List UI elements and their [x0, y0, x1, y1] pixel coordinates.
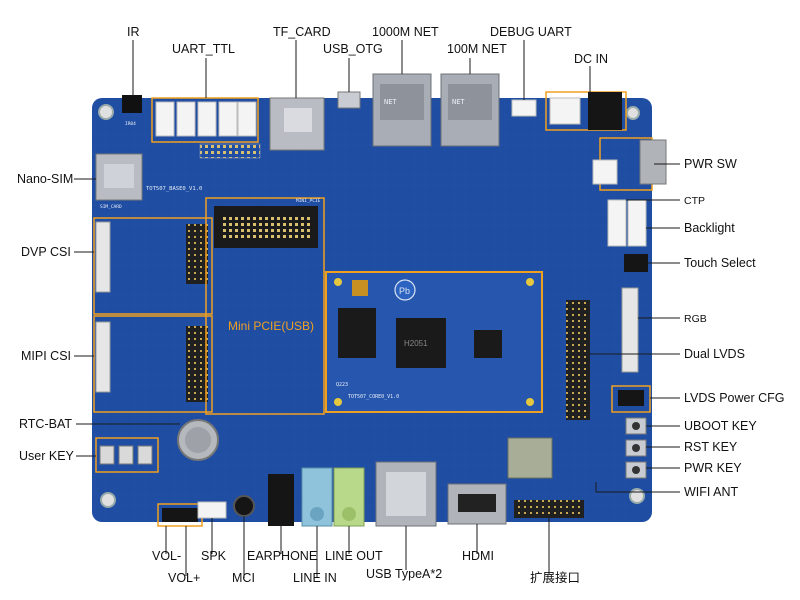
touch-select-label: Touch Select [684, 256, 756, 270]
power-switch [639, 139, 667, 185]
ram-chip [338, 308, 376, 358]
dc-in-connector [549, 97, 581, 125]
net-100m-label: 100M NET [447, 42, 507, 56]
core-board-silk: TOT507_CORE0_V1.0 [348, 394, 399, 400]
speaker-connector [197, 501, 227, 519]
ir-receiver [122, 95, 142, 113]
usb-otg-port [337, 91, 361, 109]
dc-in-label: DC IN [574, 52, 609, 66]
dual-lvds-label: Dual LVDS [684, 347, 745, 361]
user-key-label: User KEY [19, 449, 74, 463]
uboot-key-label: UBOOT KEY [684, 419, 757, 433]
rst-key-label: RST KEY [684, 440, 738, 454]
debug-uart-label: DEBUG UART [490, 25, 572, 39]
pwr-key-label: PWR KEY [684, 461, 742, 475]
hdmi-label: HDMI [462, 549, 494, 563]
dvp-csi-connector [95, 221, 111, 293]
core-marking: Q223 [336, 382, 348, 388]
mci-label: MCI [232, 571, 255, 585]
vol-minus-label: VOL- [152, 549, 182, 563]
backlight-connector [627, 199, 647, 247]
pb-logo: Pb [399, 286, 410, 296]
svg-text:NET: NET [452, 98, 465, 106]
lvds-power-cfg-label: LVDS Power CFG [684, 391, 785, 405]
nano-sim-label: Nano-SIM [17, 172, 74, 186]
soc-marking: H2051 [404, 339, 428, 348]
sim-card-silk: SIM_CARD [100, 204, 122, 210]
line-in-label: LINE IN [293, 571, 337, 585]
uart-ttl-label: UART_TTL [172, 42, 235, 56]
pb-free-icon [394, 279, 416, 301]
dvp-csi-label: DVP CSI [21, 245, 71, 259]
mini-pcie-silk: MINI_PCIE [296, 198, 321, 204]
tf-card-label: TF_CARD [273, 25, 331, 39]
mic-connector [233, 495, 255, 517]
uart-ttl-connectors [151, 97, 259, 143]
usb-typea-label: USB TypeA*2 [366, 567, 443, 581]
rgb-lvds-connector [621, 287, 639, 373]
rtc-bat-label: RTC-BAT [19, 417, 73, 431]
touch-select-jumpers [624, 254, 648, 272]
user-keys [99, 445, 153, 465]
expansion-port-label: 扩展接口 [530, 571, 581, 585]
usb-otg-label: USB_OTG [323, 42, 383, 56]
rgb-label: RGB [684, 313, 707, 325]
ir-ref-silk: IR04 [125, 121, 136, 127]
line-out-label: LINE OUT [325, 549, 383, 563]
lvds-power-jumpers [618, 390, 644, 406]
callout-lines [74, 40, 680, 578]
vol-plus-label: VOL+ [168, 571, 201, 585]
base-board-silk: TOT507_BASE0_V1.0 [146, 186, 202, 192]
side-keys [625, 417, 647, 479]
expansion-header [514, 500, 584, 518]
volume-buttons [162, 508, 198, 522]
net-1000m-label: 1000M NET [372, 25, 439, 39]
ctp-connector [607, 199, 627, 247]
wifi-module [507, 437, 553, 479]
mipi-csi-label: MIPI CSI [21, 349, 72, 363]
svg-text:NET: NET [384, 98, 397, 106]
ir-label: IR [127, 25, 140, 39]
ctp-label: CTP [684, 195, 705, 207]
pwr-sw-label: PWR SW [684, 157, 737, 171]
wifi-ant-label: WIFI ANT [684, 485, 739, 499]
mini-pcie-label: Mini PCIE(USB) [228, 319, 314, 333]
backlight-label: Backlight [684, 221, 735, 235]
spk-label: SPK [201, 549, 227, 563]
earphone-jack [268, 474, 294, 526]
soc-chip [396, 318, 446, 368]
mipi-csi-connector [95, 321, 111, 393]
debug-uart-connector [511, 99, 537, 117]
earphone-label: EARPHONE [247, 549, 318, 563]
